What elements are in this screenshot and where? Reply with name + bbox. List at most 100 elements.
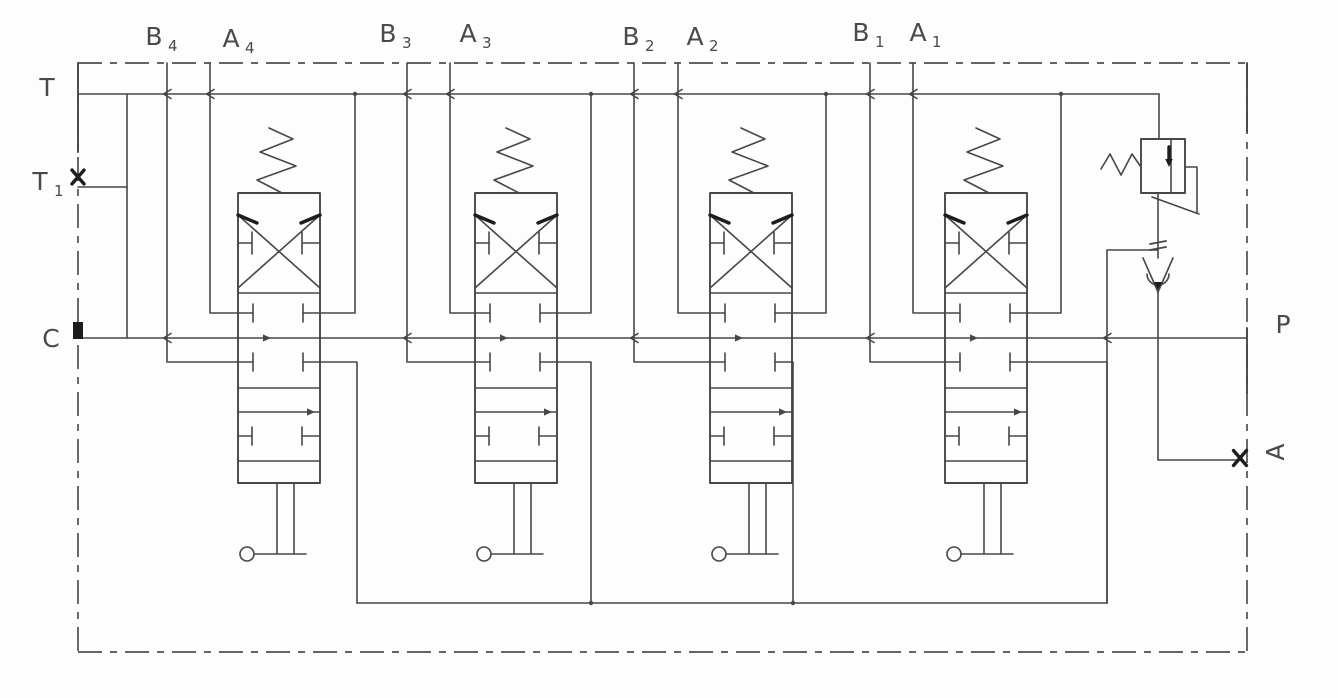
- work-port-label-a4-text: A: [222, 24, 239, 53]
- port-label-c-text: C: [42, 324, 59, 353]
- cross-flow-diagonal: [709, 214, 793, 289]
- work-line-b: [166, 62, 254, 363]
- port-label-p: P: [1275, 310, 1290, 339]
- junction-mark: [402, 332, 412, 344]
- flow-arrow: [263, 334, 271, 342]
- valve-section-2: [629, 62, 829, 606]
- carryover-drop: [302, 361, 358, 604]
- work-port-label-b1-text: B: [852, 18, 869, 47]
- spring: [256, 127, 297, 194]
- relief-box: [1140, 138, 1186, 194]
- work-port-label-a4-subscript: 4: [245, 39, 255, 57]
- handle-knob: [711, 546, 727, 562]
- carryover-unloader-branch: [1102, 249, 1159, 604]
- junction-mark: [629, 88, 639, 100]
- junction-mark: [205, 88, 215, 100]
- junction-dot: [352, 91, 358, 97]
- work-port-label-a3-text: A: [459, 19, 476, 48]
- port-c-marker: [73, 322, 83, 339]
- handle-knob: [946, 546, 962, 562]
- valve-section-4: [162, 62, 358, 604]
- work-port-label-b3-subscript: 3: [402, 34, 412, 52]
- work-port-label-b2-text: B: [622, 22, 639, 51]
- flow-arrow: [500, 334, 508, 342]
- work-port-label-a2-text: A: [686, 22, 703, 51]
- flow-arrow: [735, 334, 743, 342]
- carryover-drop: [539, 361, 592, 604]
- junction-mark: [908, 88, 918, 100]
- spool-body: [709, 192, 793, 484]
- bus-lines: [77, 93, 1248, 604]
- work-port-label-b4-subscript: 4: [168, 37, 178, 55]
- handle-knob: [476, 546, 492, 562]
- work-port-label-b2-subscript: 2: [645, 37, 655, 55]
- port-t1-marker: [70, 168, 86, 186]
- port-label-t: T: [38, 73, 55, 102]
- junction-dot: [823, 91, 829, 97]
- port-a-marker: [1231, 448, 1249, 468]
- work-port-label-a1-subscript: 1: [932, 33, 942, 51]
- junction-tick: [1149, 240, 1167, 245]
- handle-knob: [239, 546, 255, 562]
- spool-body: [237, 192, 321, 484]
- spring: [728, 127, 769, 194]
- pilot-line: [1184, 166, 1198, 214]
- enclosure-boundary: [77, 62, 1248, 653]
- junction-dot: [588, 91, 594, 97]
- cross-flow-diagonal: [237, 214, 321, 289]
- junction-mark: [162, 88, 172, 100]
- junction-dot: [1058, 91, 1064, 97]
- work-line-a: [912, 62, 961, 314]
- work-line-b: [633, 62, 726, 363]
- junction-mark: [445, 88, 455, 100]
- junction-mark: [1102, 332, 1112, 344]
- flow-arrow: [1165, 159, 1173, 167]
- junction-mark: [865, 88, 875, 100]
- left-port-plumbing: [70, 93, 128, 339]
- a-branch-line: [1157, 337, 1241, 461]
- flow-arrow: [1014, 408, 1022, 416]
- flow-arrow: [1154, 282, 1162, 290]
- work-line-b: [869, 62, 961, 363]
- work-line-b: [406, 62, 491, 363]
- port-label-t-text: T: [38, 73, 55, 102]
- flow-arrow: [779, 408, 787, 416]
- work-line-a: [677, 62, 726, 314]
- junction-dot: [790, 600, 796, 606]
- work-port-label-b1-subscript: 1: [875, 33, 885, 51]
- port-label-a-rotated-text: A: [1261, 443, 1290, 460]
- work-line-a: [449, 62, 491, 314]
- pilot-relief-valve: [1100, 93, 1200, 259]
- port-label-c: C: [42, 324, 59, 353]
- valve-section-3: [402, 62, 594, 606]
- cross-flow-diagonal: [944, 214, 1028, 289]
- junction-mark: [629, 332, 639, 344]
- relief-spring: [1100, 153, 1142, 176]
- spring: [493, 127, 534, 194]
- adjust-arrow: [1151, 196, 1200, 215]
- work-port-label-a2-subscript: 2: [709, 37, 719, 55]
- check-valve: [1142, 257, 1174, 339]
- work-port-label-a3-subscript: 3: [482, 34, 492, 52]
- spool-body: [474, 192, 558, 484]
- spring: [963, 127, 1004, 194]
- carryover-drop: [774, 361, 794, 604]
- flow-arrow: [970, 334, 978, 342]
- junction-mark: [673, 88, 683, 100]
- a-port-branch: [1157, 337, 1249, 468]
- port-label-t1-text: T: [31, 167, 48, 196]
- junction-mark: [162, 332, 172, 344]
- junction-mark: [402, 88, 412, 100]
